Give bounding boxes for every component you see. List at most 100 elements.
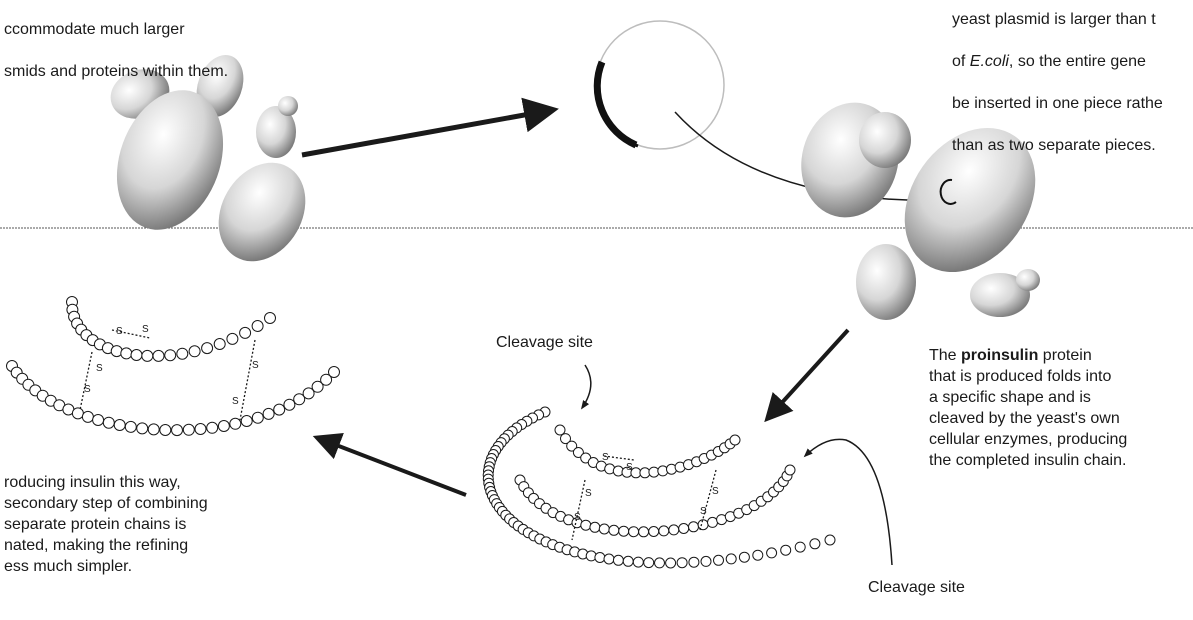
amino-acid-bead xyxy=(629,527,639,537)
caption-proinsulin-term: proinsulin xyxy=(961,347,1038,364)
caption-bottom-left: roducing insulin this way, secondary ste… xyxy=(4,472,208,577)
amino-acid-bead xyxy=(72,408,83,419)
amino-acid-bead xyxy=(795,542,805,552)
disulfide-label: S xyxy=(252,360,259,371)
disulfide-label: S xyxy=(700,506,707,517)
disulfide-bond xyxy=(572,480,585,540)
amino-acid-bead xyxy=(241,416,252,427)
disulfide-label: S xyxy=(626,462,633,473)
caption-top-right-line4: than as two separate pieces. xyxy=(952,137,1156,154)
amino-acid-bead xyxy=(689,557,699,567)
amino-acid-bead xyxy=(659,526,669,536)
amino-acid-bead xyxy=(698,520,708,530)
amino-acid-bead xyxy=(189,346,200,357)
amino-acid-bead xyxy=(599,524,609,534)
amino-acid-bead xyxy=(785,465,795,475)
caption-top-right-line1: yeast plasmid is larger than t xyxy=(952,11,1156,28)
amino-acid-bead xyxy=(649,527,659,537)
amino-acid-bead xyxy=(649,467,659,477)
amino-acid-bead xyxy=(613,555,623,565)
amino-acid-bead xyxy=(142,350,153,361)
amino-acid-bead xyxy=(131,350,142,361)
amino-acid-bead xyxy=(82,411,93,422)
amino-acid-bead xyxy=(125,421,136,432)
amino-acid-bead xyxy=(202,343,213,354)
amino-acid-bead xyxy=(677,558,687,568)
amino-acid-bead xyxy=(230,418,241,429)
amino-acid-bead xyxy=(114,420,125,431)
amino-acid-bead xyxy=(623,556,633,566)
amino-acid-bead xyxy=(595,553,605,563)
amino-acid-bead xyxy=(172,425,183,436)
amino-acid-bead xyxy=(240,327,251,338)
amino-acid-bead xyxy=(619,526,629,536)
caption-top-left: ccommodate much larger smids and protein… xyxy=(4,0,228,82)
arrow-to-proinsulin xyxy=(768,330,848,418)
caption-top-left-line1: ccommodate much larger xyxy=(4,21,185,38)
amino-acid-bead xyxy=(103,417,114,428)
amino-acid-bead xyxy=(781,545,791,555)
amino-acid-bead xyxy=(666,558,676,568)
amino-acid-bead xyxy=(644,558,654,568)
disulfide-label: S xyxy=(712,486,719,497)
amino-acid-bead xyxy=(714,555,724,565)
insulin-a-chain xyxy=(67,297,276,362)
cleavage-site-label-bottom: Cleavage site xyxy=(868,578,965,598)
disulfide-label: S xyxy=(96,363,103,374)
amino-acid-bead xyxy=(284,399,295,410)
amino-acid-bead xyxy=(609,525,619,535)
amino-acid-bead xyxy=(810,539,820,549)
disulfide-label: S xyxy=(142,324,149,335)
caption-top-right-line2-suffix: , so the entire gene xyxy=(1009,53,1146,70)
cleavage-site-top-pointer xyxy=(582,365,591,408)
disulfide-label: S xyxy=(84,384,91,395)
amino-acid-bead xyxy=(183,424,194,435)
arrow-to-plasmid xyxy=(302,110,552,155)
amino-acid-bead xyxy=(726,554,736,564)
amino-acid-bead xyxy=(121,348,132,359)
amino-acid-bead xyxy=(218,421,229,432)
caption-top-right-line2-prefix: of xyxy=(952,53,970,70)
amino-acid-bead xyxy=(274,404,285,415)
amino-acid-bead xyxy=(265,313,276,324)
amino-acid-bead xyxy=(633,557,643,567)
amino-acid-bead xyxy=(639,527,649,537)
disulfide-bond xyxy=(80,352,92,410)
amino-acid-bead xyxy=(689,522,699,532)
caption-proinsulin-lead: The xyxy=(929,347,961,364)
arrow-to-insulin xyxy=(318,438,466,495)
proinsulin-a-chain xyxy=(555,425,740,478)
caption-top-left-line2: smids and proteins within them. xyxy=(4,63,228,80)
amino-acid-bead xyxy=(767,548,777,558)
amino-acid-bead xyxy=(263,408,274,419)
amino-acid-bead xyxy=(227,333,238,344)
amino-acid-bead xyxy=(165,350,176,361)
amino-acid-bead xyxy=(825,535,835,545)
amino-acid-bead xyxy=(679,524,689,534)
cleavage-site-label-top: Cleavage site xyxy=(496,333,593,353)
amino-acid-bead xyxy=(753,550,763,560)
insulin-b-chain xyxy=(7,361,340,436)
amino-acid-bead xyxy=(730,435,740,445)
amino-acid-bead xyxy=(640,468,650,478)
amino-acid-bead xyxy=(669,525,679,535)
caption-proinsulin: The proinsulin protein that is produced … xyxy=(929,345,1127,471)
amino-acid-bead xyxy=(160,425,171,436)
amino-acid-bead xyxy=(708,517,718,527)
caption-top-right-ecoli: E.coli xyxy=(970,53,1009,70)
amino-acid-bead xyxy=(137,423,148,434)
amino-acid-bead xyxy=(604,554,614,564)
amino-acid-bead xyxy=(739,552,749,562)
disulfide-label: S xyxy=(116,326,123,337)
amino-acid-bead xyxy=(252,321,263,332)
amino-acid-bead xyxy=(153,350,164,361)
amino-acid-bead xyxy=(177,348,188,359)
caption-proinsulin-rest: protein that is produced folds into a sp… xyxy=(929,347,1127,469)
disulfide-label: S xyxy=(232,396,239,407)
amino-acid-bead xyxy=(701,556,711,566)
amino-acid-bead xyxy=(207,422,218,433)
disulfide-label: S xyxy=(585,488,592,499)
amino-acid-bead xyxy=(590,522,600,532)
caption-top-right: yeast plasmid is larger than t of E.coli… xyxy=(952,0,1163,156)
amino-acid-bead xyxy=(329,367,340,378)
